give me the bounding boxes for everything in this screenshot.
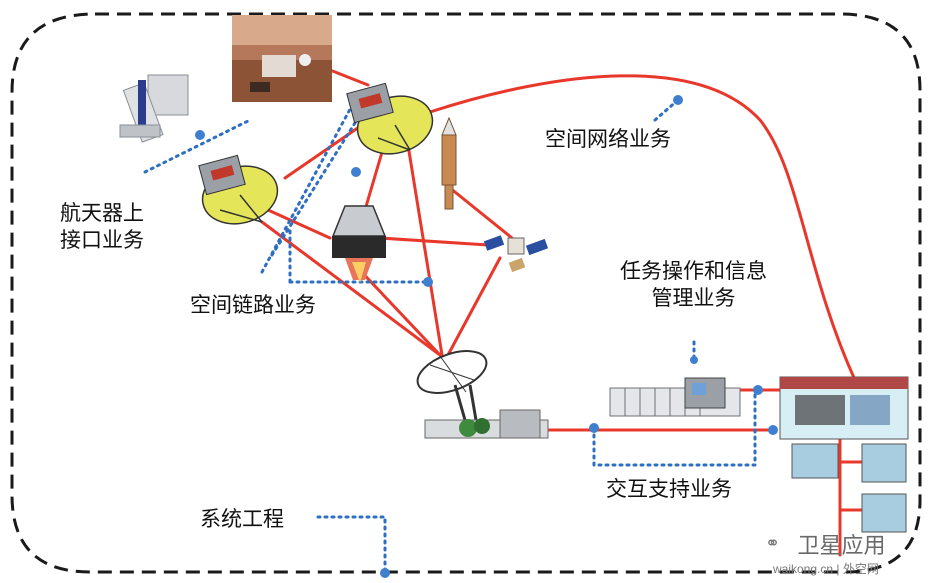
link-capsule-ground: [353, 263, 442, 357]
cross-support-dotted: [592, 386, 757, 467]
mars-surface-image: [232, 15, 332, 102]
mission-control-center-icon: [779, 376, 909, 533]
link-capsule-satellite: [378, 236, 490, 247]
network-arc: [428, 74, 857, 382]
spacecraft-interface-line-1: 航天器上: [60, 201, 144, 225]
node-ground: [423, 277, 433, 287]
link-dotted-2: [270, 113, 362, 257]
node-center: [768, 425, 778, 435]
link-dotted-1: [260, 98, 357, 274]
mission-ops-line-1: 任务操作和信息: [620, 259, 767, 283]
dotted-links: [143, 98, 757, 575]
link-rover-relay: [328, 68, 370, 87]
node-interface: [195, 130, 205, 140]
rocket-icon: [441, 116, 457, 210]
watermark-name: 卫星应用: [797, 533, 886, 558]
junction-nodes: [195, 95, 778, 578]
watermark: ⚭ 卫星应用 waikong.cn | 外空网: [765, 528, 885, 577]
mission-ops-line-2: 管理业务: [651, 286, 736, 310]
link-satellite-ground: [446, 256, 502, 357]
space-link-label: 空间链路业务: [190, 293, 316, 317]
network-dotted: [653, 98, 680, 122]
link-relay-ground: [406, 143, 444, 357]
node-system: [380, 568, 390, 578]
cross-support-label: 交互支持业务: [606, 477, 732, 501]
mission-ops-label: 任务操作和信息 管理业务: [620, 258, 767, 312]
satellite-icon: [483, 235, 549, 273]
mission-ops-building-icon: [609, 377, 741, 417]
orbiter-icon-left: [198, 154, 279, 225]
ground-station-icon: [416, 350, 549, 439]
node-cross: [589, 423, 599, 433]
system-engineering-label: 系统工程: [200, 507, 284, 531]
link-rocket-satellite: [448, 186, 514, 240]
node-network: [673, 95, 683, 105]
node-ops: [753, 385, 763, 395]
relay-link-orbiters: [283, 123, 364, 180]
link-orbiter-ground: [260, 220, 442, 357]
spacecraft-interface-label: 航天器上 接口业务: [60, 200, 144, 254]
crew-capsule-icon: [331, 205, 387, 283]
node-relay: [351, 167, 361, 177]
wechat-icon: ⚭: [765, 533, 781, 553]
relay-orbiter-icon: [346, 82, 434, 155]
link-orbiter-capsule: [266, 208, 332, 240]
spacecraft-interface-line-2: 接口业务: [60, 228, 144, 252]
interface-dotted: [143, 118, 252, 174]
node-mission: [690, 356, 698, 364]
space-network-label: 空间网络业务: [545, 127, 671, 151]
system-eng-dotted: [316, 515, 387, 575]
robotic-arm-icon: [119, 74, 189, 143]
watermark-url: waikong.cn | 外空网: [773, 562, 879, 576]
